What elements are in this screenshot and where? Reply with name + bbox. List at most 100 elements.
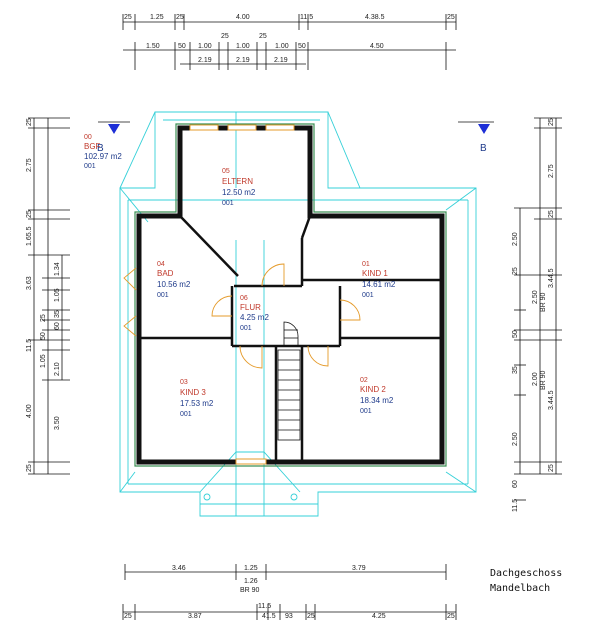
stairs [277,321,301,441]
room-label-kind2: 02 KIND 2 18.34 m2 001 [360,377,394,415]
drawing-title-block: Dachgeschoss Mandelbach [490,566,562,596]
dim-bottom2-1: 3.87 [188,613,202,620]
dim-right-14: 35 [512,366,519,374]
section-arrow-left-icon [108,124,120,134]
dim-left-0: 25 [26,118,33,126]
dim-right-1: 2.75 [548,164,555,178]
room-number: 00 [84,134,92,141]
room-name: ELTERN [222,177,253,186]
dim-right-9: BR 90 [540,370,547,390]
left-dimension-chains: 25 2.75 25 1.65.5 3.63 1.34 1.05 35 60 2… [26,117,70,475]
dim-top1-2: 25 [176,14,184,21]
dim-top3-0: 2.19 [198,57,212,64]
room-label-bgf: 00 BGF 102.97 m2 001 [84,134,122,170]
dim-top2-6: 1.00 [275,43,289,50]
room-code: 001 [157,292,169,299]
room-name: FLUR [240,303,261,312]
roof-outline [119,111,477,517]
room-label-kind1: 01 KIND 1 14.61 m2 001 [362,261,396,299]
dim-left-10: 50 [40,332,47,340]
dim-bottom2-2: 11.5 [258,603,271,610]
section-label-left: B [97,143,104,154]
dim-right-4: 3.44.5 [548,268,555,288]
room-area: 18.34 m2 [360,396,394,405]
room-number: 06 [240,295,248,302]
room-name: KIND 1 [362,269,388,278]
dim-bottom2-3: 41.5 [262,613,276,620]
drawing-title-floor: Dachgeschoss [490,568,563,579]
dim-top2-8: 4.50 [370,43,384,50]
dim-top2-4: 1.00 [236,43,250,50]
room-code: 001 [240,325,252,332]
room-name: BGF [84,142,101,151]
top-dimension-chains: 25 1.25 25 4.00 11.5 4.38.5 25 1.50 50 1… [122,14,457,70]
dim-bottom1-2: 3.79 [352,565,366,572]
room-label-eltern: 05 ELTERN 12.50 m2 001 [222,168,256,207]
section-markers: B B [97,121,494,154]
room-code: 001 [362,292,374,299]
dim-top1-4: 11.5 [300,14,313,21]
right-dimension-chains: 25 2.75 25 2.50 3.44.5 50 2.50 BR 90 2.0… [512,117,562,512]
dim-left-11: 2.10 [54,362,61,376]
room-area: 4.25 m2 [240,313,269,322]
dim-left-15: 25 [26,464,33,472]
dim-left-8: 60 [54,322,61,330]
room-area: 14.61 m2 [362,280,396,289]
room-area: 10.56 m2 [157,280,191,289]
dim-bottom2-0: 25 [124,613,132,620]
dim-right-10: 2.50 [512,432,519,446]
dim-top2-2: 1.00 [198,43,212,50]
room-code: 001 [180,411,192,418]
dim-bottom2-6: 4.25 [372,613,386,620]
dim-right-7: BR 90 [540,292,547,312]
dim-left-7: 35 [54,310,61,318]
room-number: 03 [180,379,188,386]
drawing-title-project: Mandelbach [490,583,551,594]
dim-left-14: 3.50 [54,416,61,430]
bottom-dimension-chains: 3.46 1.25 3.79 1.26 BR 90 25 3.87 11.5 4… [122,564,457,620]
dim-top1-1: 1.25 [150,14,164,21]
section-arrow-right-icon [478,124,490,134]
dim-left-2: 25 [26,210,33,218]
dim-bottom1-0: 3.46 [172,565,186,572]
dim-right-5: 50 [512,330,519,338]
room-number: 01 [362,261,370,268]
room-number: 04 [157,261,165,268]
dim-top2-3: 25 [221,33,229,40]
dim-left-13: 4.00 [26,404,33,418]
doors [211,263,361,369]
room-label-kind3: 03 KIND 3 17.53 m2 001 [180,379,214,418]
dim-bottom2-4: 93 [285,613,293,620]
dim-bottom-mid-0: 1.26 [244,578,258,585]
dim-bottom1-1: 1.25 [244,565,258,572]
dim-right-11: 3.44.5 [548,390,555,410]
dim-right-15: 25 [512,267,519,275]
dim-top3-1: 2.19 [236,57,250,64]
dim-bottom-mid-1: BR 90 [240,587,260,594]
dim-top2-1: 50 [178,43,186,50]
room-code: 001 [84,163,96,170]
room-label-bad: 04 BAD 10.56 m2 001 [157,261,191,299]
room-area: 12.50 m2 [222,188,256,197]
room-code: 001 [360,408,372,415]
dim-left-4: 3.63 [26,276,33,290]
dim-top1-0: 25 [124,14,132,21]
dim-right-0: 25 [548,118,555,126]
room-number: 05 [222,168,230,175]
dim-left-1: 2.75 [26,158,33,172]
dim-right-13: 60 [512,480,519,488]
dim-right-16: 11.5 [512,499,519,512]
room-name: BAD [157,269,174,278]
dim-left-6: 1.05 [54,288,61,302]
room-number: 02 [360,377,368,384]
dim-bottom2-5: 25 [307,613,315,620]
dim-left-3: 1.65.5 [26,226,33,246]
dim-bottom2-7: 25 [447,613,455,620]
dim-top2-7: 50 [298,43,306,50]
dim-right-12: 25 [548,464,555,472]
dim-top2-0: 1.50 [146,43,160,50]
room-area: 102.97 m2 [84,152,122,161]
walls [123,123,447,467]
dim-top3-2: 2.19 [274,57,288,64]
